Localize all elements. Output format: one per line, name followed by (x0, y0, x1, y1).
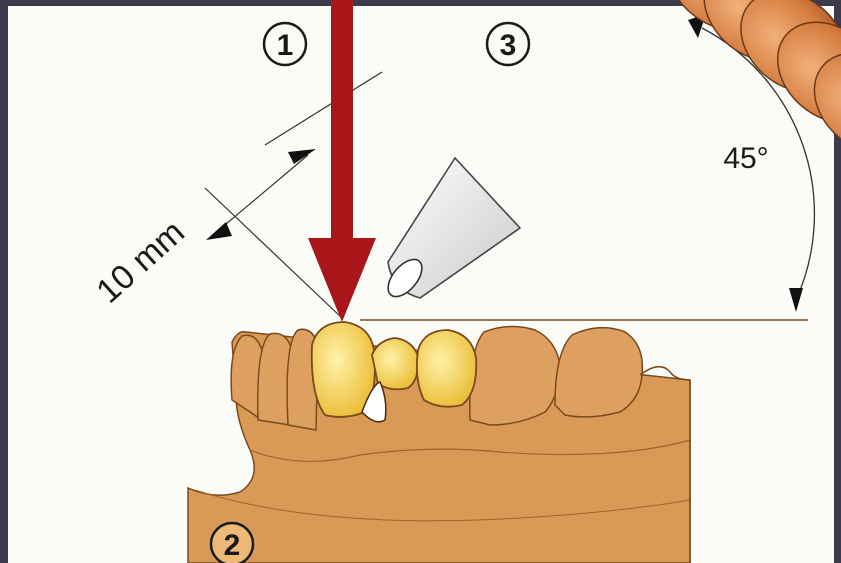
marker-3-label: 3 (500, 29, 517, 62)
marker-1-label: 1 (277, 29, 294, 62)
marker-1: 1 (264, 23, 306, 65)
marker-2: 2 (211, 523, 253, 563)
marker-3: 3 (487, 23, 529, 65)
marker-2-label: 2 (224, 529, 241, 562)
angle-label: 45° (723, 142, 768, 175)
